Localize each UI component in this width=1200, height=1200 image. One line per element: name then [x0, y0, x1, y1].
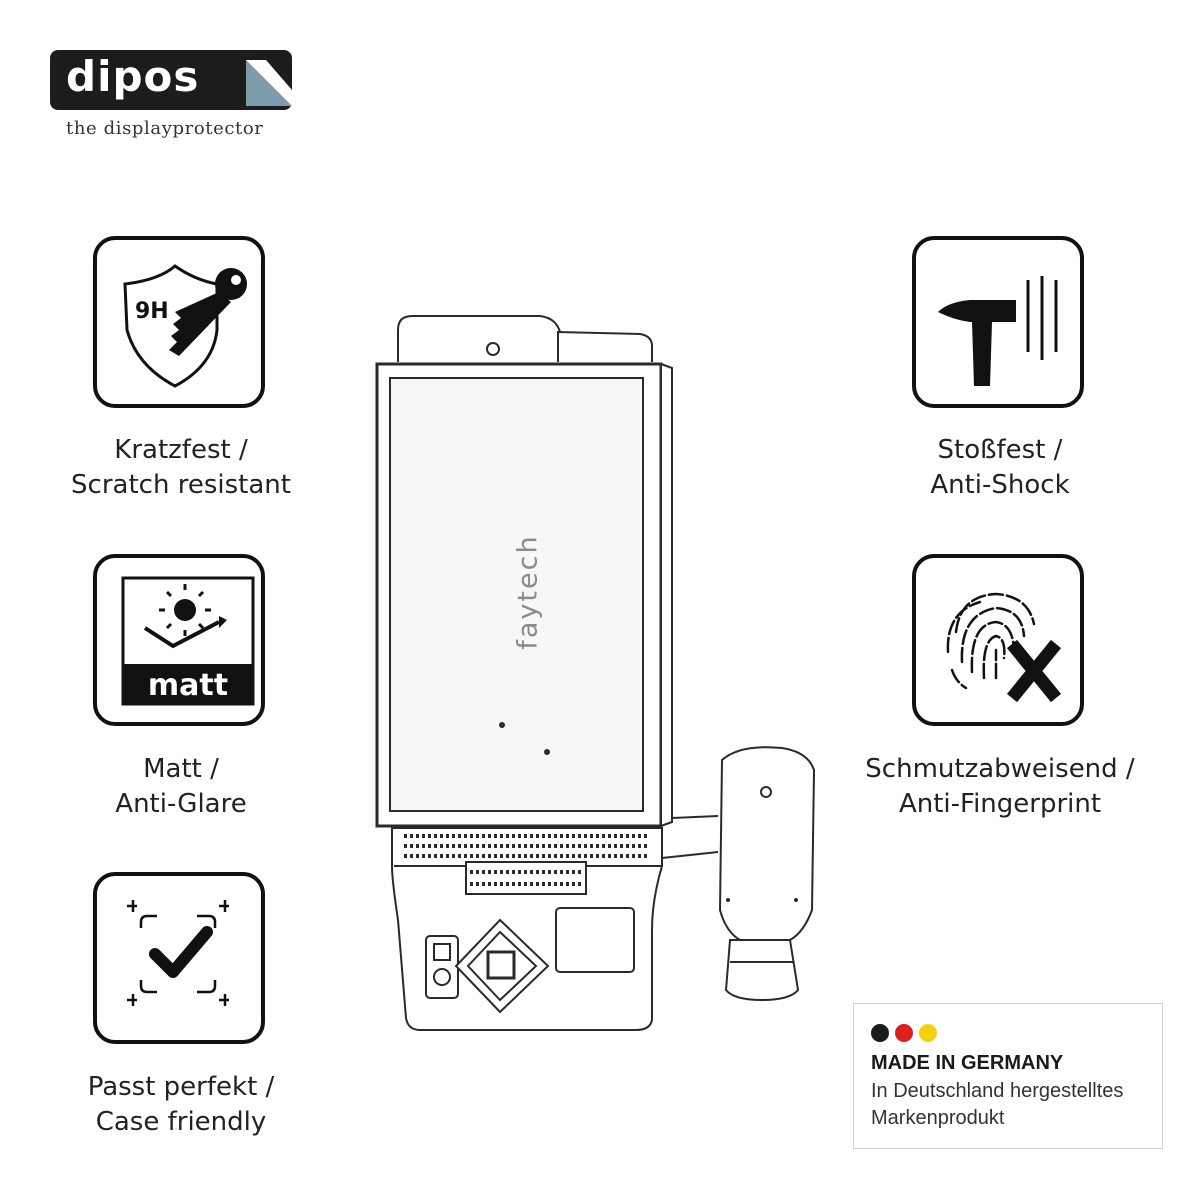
nine-h-badge: 9H: [135, 299, 169, 324]
logo-peel-corner-icon: [246, 60, 292, 106]
case-friendly-tile: [93, 872, 265, 1044]
made-in-germany-title: MADE IN GERMANY: [871, 1052, 1064, 1074]
matt-badge: matt: [148, 668, 228, 703]
flag-dot-black: [871, 1024, 889, 1042]
matt-tile: matt: [93, 554, 265, 726]
flag-dot-gold: [919, 1024, 937, 1042]
scratch-resistant-caption: Kratzfest / Scratch resistant: [71, 435, 291, 500]
logo-tagline: the displayprotector: [66, 118, 264, 139]
anti-fingerprint-caption: Schmutzabweisend / Anti-Fingerprint: [865, 754, 1135, 819]
logo-wordmark: dipos: [66, 52, 200, 101]
made-in-germany-badge: MADE IN GERMANY In Deutschland hergestel…: [853, 1003, 1163, 1149]
anti-shock-tile: [912, 236, 1084, 408]
shield-key-9h-icon: 9H: [123, 264, 247, 388]
sun-reflection-matt-icon: matt: [121, 576, 255, 706]
matt-caption: Matt / Anti-Glare: [115, 754, 247, 819]
case-friendly-caption: Passt perfekt / Case friendly: [87, 1072, 275, 1137]
anti-fingerprint-tile: [912, 554, 1084, 726]
anti-shock-caption: Stoßfest / Anti-Shock: [930, 435, 1070, 500]
flag-dot-red: [895, 1024, 913, 1042]
made-in-germany-line2: Markenprodukt: [871, 1107, 1005, 1129]
hammer-icon: [938, 276, 1058, 386]
kiosk-terminal-icon: [375, 315, 816, 1031]
device-brand-label: faytech: [512, 534, 544, 650]
checkmark-frame-icon: [127, 900, 229, 1006]
fingerprint-x-icon: [946, 592, 1062, 703]
scratch-resistant-tile: 9H: [93, 236, 265, 408]
made-in-germany-line1: In Deutschland hergestelltes: [871, 1080, 1124, 1102]
